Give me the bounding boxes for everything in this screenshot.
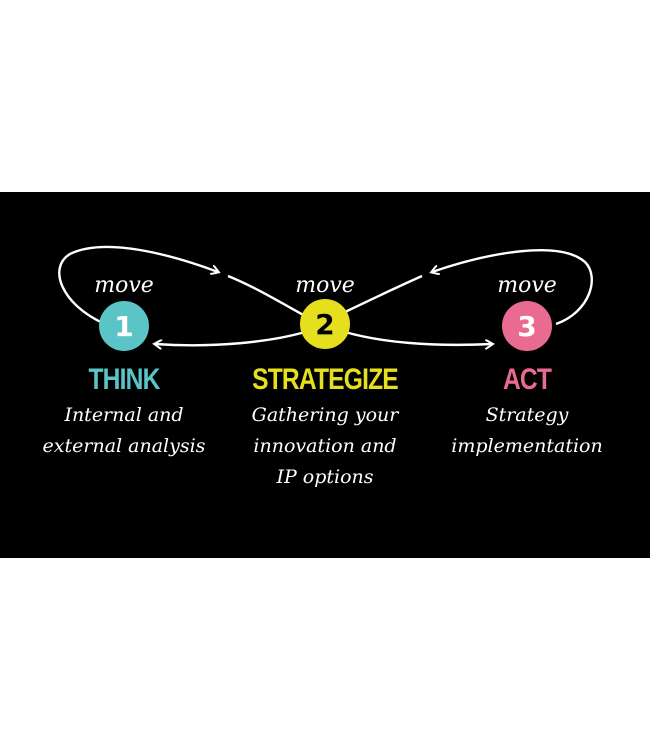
step-2-desc-line: Gathering your	[251, 404, 399, 426]
step-3-title: ACT	[502, 363, 552, 396]
step-3-move-label: move	[497, 273, 557, 298]
step-2-desc-line: innovation and	[253, 435, 397, 457]
step-1-column: THINK Internal and external analysis	[19, 362, 229, 462]
loop-path-left-to-center	[227, 274, 306, 318]
step-3-desc-line: implementation	[451, 435, 603, 457]
step-1-circle	[99, 301, 149, 351]
loop-path-center-to-left	[155, 330, 306, 345]
step-1-description: Internal and external analysis	[19, 400, 229, 462]
step-2-move-label: move	[295, 273, 355, 298]
step-3-column: ACT Strategy implementation	[422, 362, 632, 462]
step-3-description: Strategy implementation	[422, 400, 632, 462]
step-2-number: 2	[315, 308, 334, 341]
step-3-desc-line: Strategy	[485, 404, 569, 426]
step-1-desc-line: Internal and	[64, 404, 184, 426]
step-1-move-label: move	[94, 273, 154, 298]
step-1-number: 1	[114, 310, 133, 343]
loop-path-left-top	[58, 245, 218, 326]
loop-path-right-to-center	[344, 274, 423, 314]
infinity-loop-diagram: move move move 1 2 3	[58, 245, 593, 351]
loop-path-center-to-right	[344, 330, 492, 345]
step-1-desc-line: external analysis	[42, 435, 206, 457]
step-1-title: THINK	[88, 363, 160, 396]
loop-path-right-top	[432, 249, 593, 326]
step-2-circle	[300, 299, 350, 349]
step-2-title: STRATEGIZE	[252, 363, 399, 396]
step-3-circle	[502, 301, 552, 351]
step-3-number: 3	[517, 310, 536, 343]
step-2-column: STRATEGIZE Gathering your innovation and…	[220, 362, 430, 493]
step-2-description: Gathering your innovation and IP options	[220, 400, 430, 493]
step-2-desc-line: IP options	[276, 466, 374, 488]
diagram-panel: move move move 1 2 3 THINK Internal and …	[0, 192, 650, 558]
